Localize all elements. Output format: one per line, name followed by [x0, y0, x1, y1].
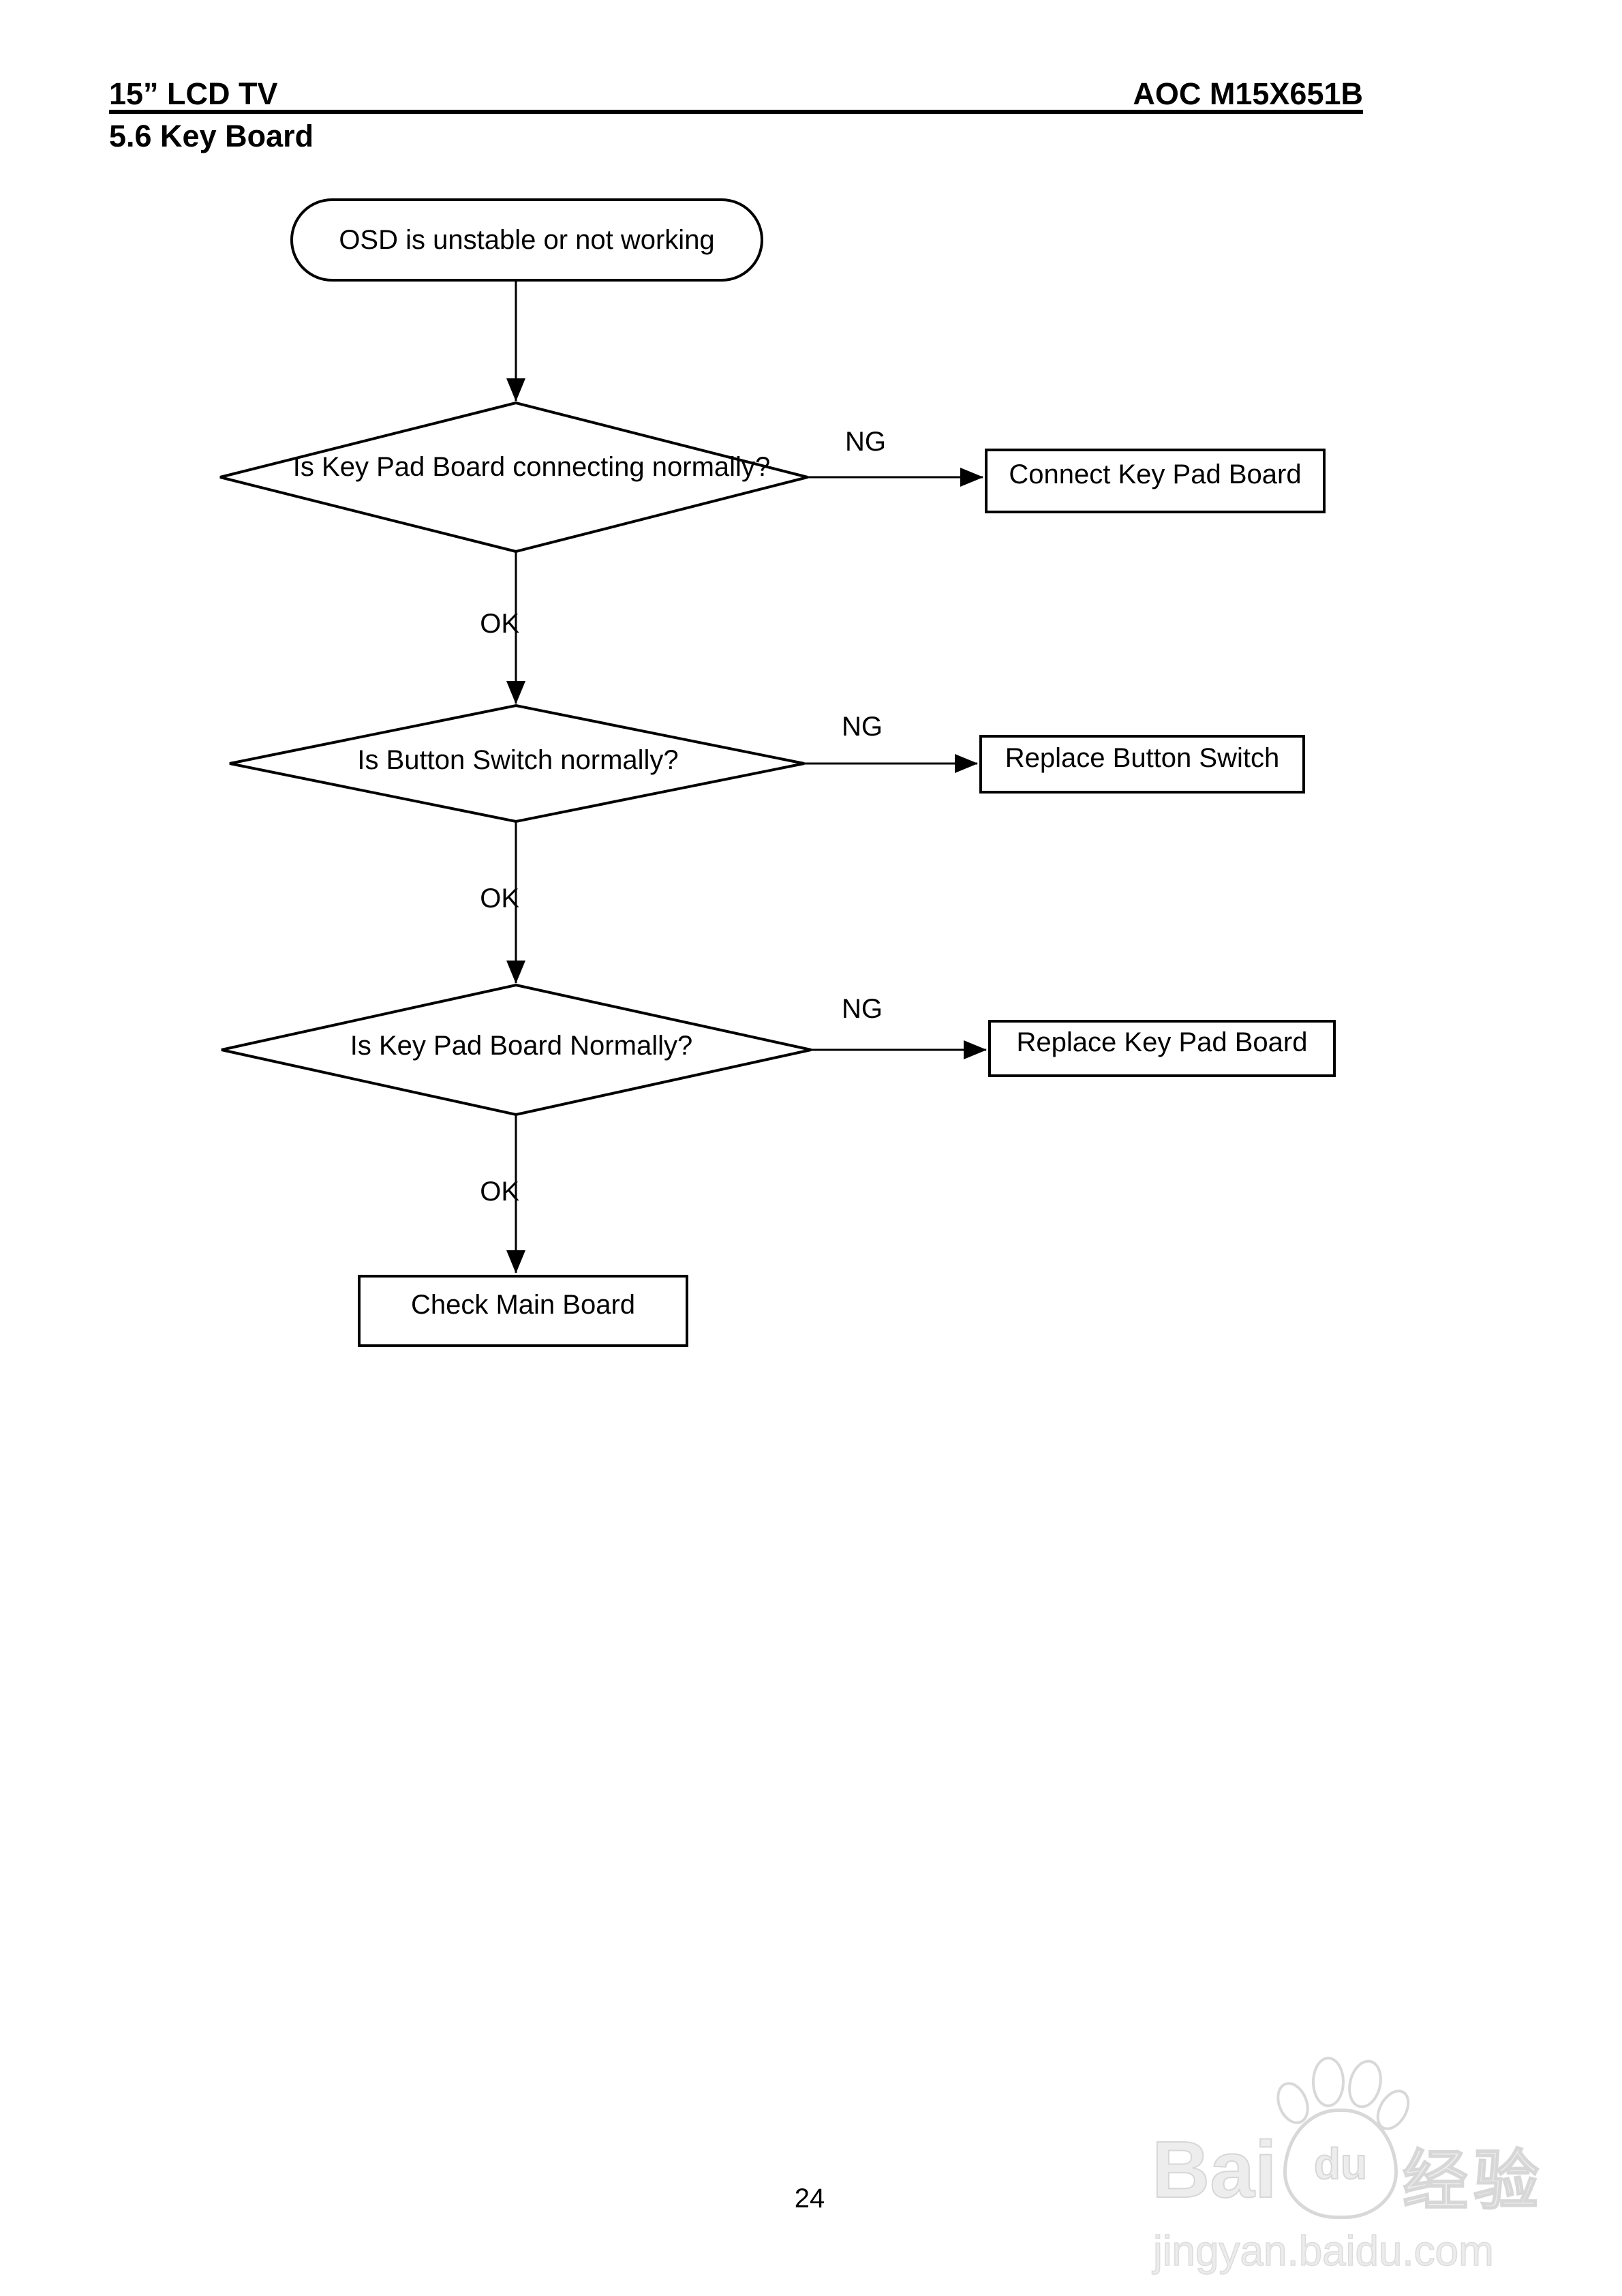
- ng-label-1: NG: [845, 427, 886, 457]
- section-title: 5.6 Key Board: [109, 119, 314, 153]
- decision-3-question: Is Key Pad Board Normally?: [350, 1031, 693, 1061]
- action-box-connect-key-pad-board: Connect Key Pad Board: [985, 449, 1326, 513]
- decision-2-question: Is Button Switch normally?: [357, 745, 679, 775]
- decision-1-question: Is Key Pad Board connecting normally?: [292, 452, 771, 482]
- action-box-replace-button-switch: Replace Button Switch: [979, 735, 1305, 794]
- decision-diamond-2: [229, 704, 805, 824]
- page-number: 24: [794, 2184, 825, 2214]
- action-box-replace-key-pad-board: Replace Key Pad Board: [988, 1020, 1336, 1077]
- action-box-check-main-board: Check Main Board: [358, 1275, 688, 1347]
- decision-diamond-1: [219, 401, 808, 554]
- ok-label-2: OK: [480, 883, 519, 913]
- ng-label-3: NG: [842, 994, 883, 1024]
- start-node: OSD is unstable or not working: [290, 198, 763, 282]
- ng-label-2: NG: [842, 712, 883, 742]
- decision-diamond-3: [221, 983, 812, 1117]
- header-model-number: AOC M15X651B: [1133, 76, 1363, 111]
- ok-label-1: OK: [480, 609, 519, 639]
- ok-label-3: OK: [480, 1177, 519, 1207]
- header-divider: [109, 110, 1363, 114]
- header-model-size: 15” LCD TV: [109, 76, 278, 111]
